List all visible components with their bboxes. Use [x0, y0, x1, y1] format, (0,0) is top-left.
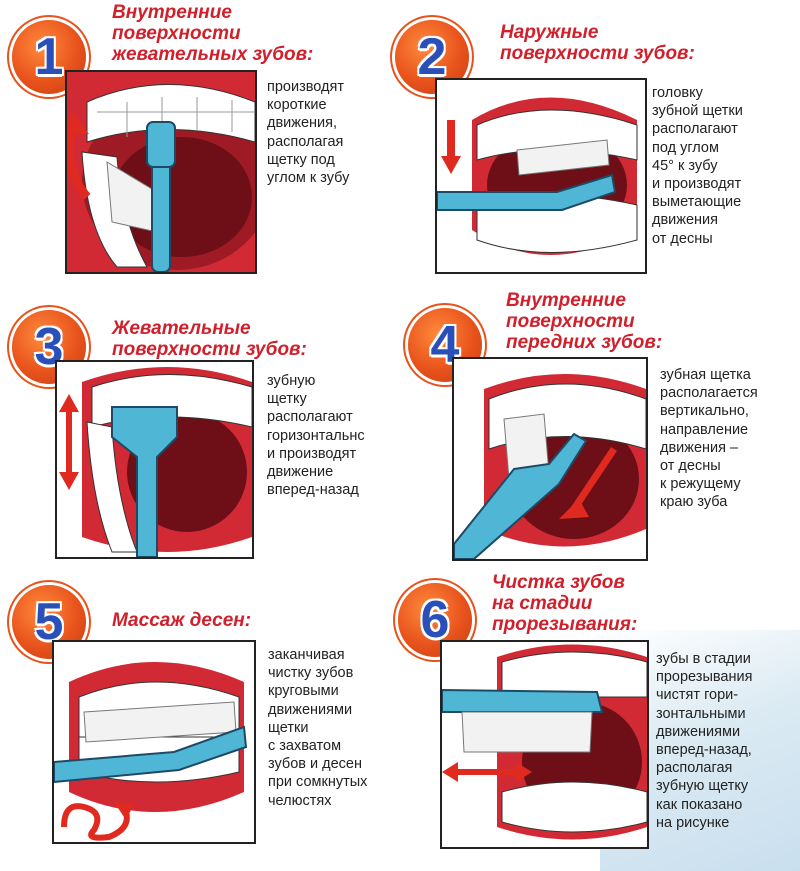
mouth-illustration-icon	[437, 80, 645, 272]
step-2-description: головку зубной щетки располагают под угл…	[652, 85, 743, 247]
step-1-description: производят короткие движения, располагая…	[267, 79, 350, 187]
step-3-description: зубную щетку располагают горизонтальнс и…	[267, 373, 365, 499]
step-2-number: 2	[417, 28, 447, 86]
step-3-mouth-illustration	[55, 360, 254, 559]
step-4-title: Внутренние поверхности передних зубов:	[506, 290, 663, 353]
step-2-title: Наружные поверхности зубов:	[500, 22, 695, 64]
step-4-mouth-illustration	[452, 357, 648, 561]
step-5-number: 5	[34, 593, 64, 651]
mouth-illustration-icon	[54, 642, 254, 842]
step-6-title: Чистка зубов на стадии прорезывания:	[492, 572, 638, 635]
mouth-illustration-icon	[442, 642, 647, 847]
step-6-description: зубы в стадии прорезывания чистят гори- …	[656, 651, 753, 831]
step-5-mouth-illustration	[52, 640, 256, 844]
step-5-description: заканчивая чистку зубов круговыми движен…	[268, 647, 368, 809]
step-5-title: Массаж десен:	[112, 610, 252, 631]
step-6-number: 6	[420, 591, 450, 649]
step-1-number: 1	[34, 28, 64, 86]
step-6-mouth-illustration	[440, 640, 649, 849]
step-2-mouth-illustration	[435, 78, 647, 274]
mouth-illustration-icon	[67, 84, 255, 272]
mouth-illustration-icon	[57, 362, 252, 557]
step-4-description: зубная щетка располагается вертикально, …	[660, 367, 758, 511]
step-1-title: Внутренние поверхности жевательных зубов…	[112, 2, 314, 65]
step-1-mouth-illustration	[65, 70, 257, 274]
mouth-illustration-icon	[454, 359, 646, 559]
step-3-title: Жевательные поверхности зубов:	[112, 318, 307, 360]
step-5-badge: 5	[12, 585, 86, 659]
